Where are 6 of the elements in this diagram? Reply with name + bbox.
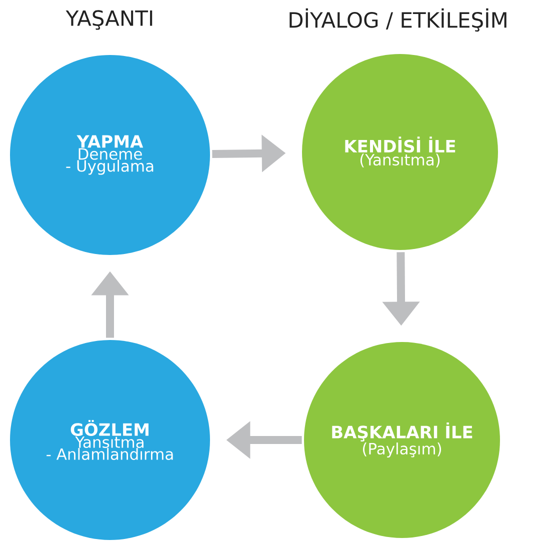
column-heading: YAŞANTI bbox=[66, 10, 152, 30]
circle-node: GÖZLEM Yansıtma - Anlamlandırma bbox=[10, 340, 210, 540]
circle-node: YAPMA Deneme - Uygulama bbox=[10, 55, 210, 255]
circle-node: BAŞKALARI İLE (Paylaşım) bbox=[304, 342, 500, 538]
circle-node: KENDİSİ İLE (Yansıtma) bbox=[302, 54, 498, 250]
column-heading: DİYALOG / ETKİLEŞİM bbox=[290, 8, 506, 32]
